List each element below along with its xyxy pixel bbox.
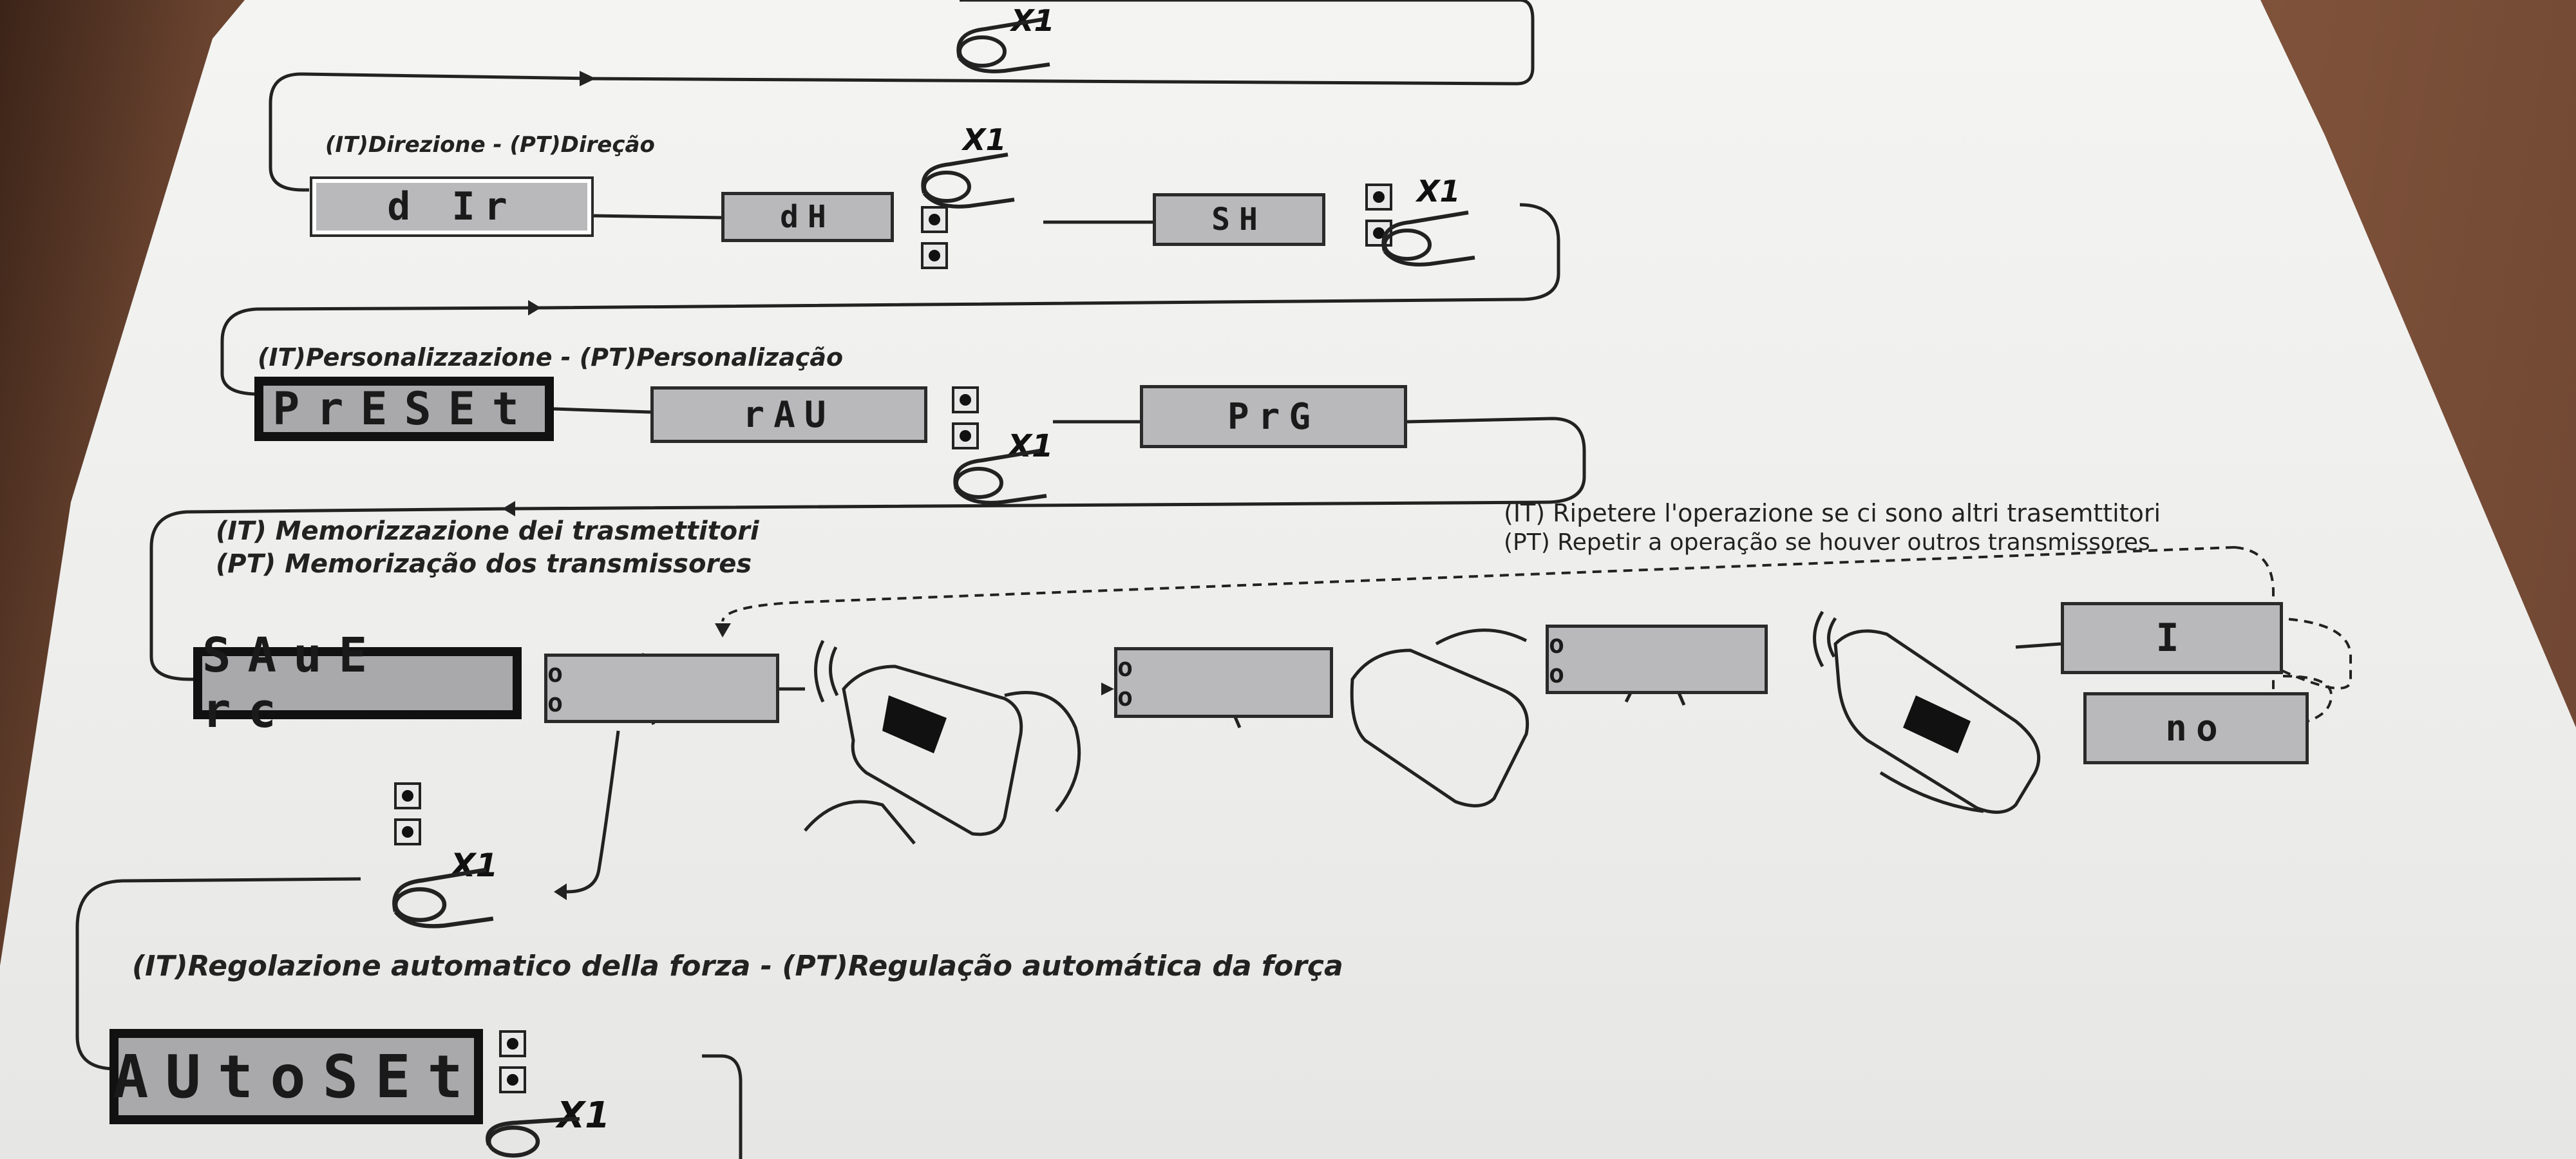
press-count-label: X1 [451,847,498,884]
lcd-personalization: PrESEt [254,377,554,441]
lcd-direction-sh: SH [1153,193,1325,246]
set-button[interactable] [1365,184,1392,211]
set-button[interactable] [921,242,948,269]
lcd-personalization-prg: PrG [1140,385,1407,448]
finger-press-icon [921,153,1015,209]
repeat-note-it: (IT) Ripetere l'operazione se ci sono al… [1504,499,2161,527]
lcd-direction-dh: dH [721,192,894,242]
set-button[interactable] [499,1030,526,1057]
set-button[interactable] [921,206,948,233]
lcd-choice-yes: I [2061,602,2283,674]
finger-press-icon [1381,211,1475,267]
lcd-personalization-rau: rAU [650,386,927,443]
personalization-heading: (IT)Personalizzazione - (PT)Personalizaç… [258,343,844,372]
button-stack [1365,184,1395,256]
lcd-flashing: o o [1114,647,1333,718]
memorization-heading-pt: (PT) Memorização dos transmissores [216,549,752,579]
lcd-choice-no: no [2083,692,2309,764]
finger-press-icon [956,17,1050,73]
finger-press-icon [953,449,1047,505]
memorization-heading-it: (IT) Memorizzazione dei trasmettitori [216,516,759,546]
lcd-autoset: AUtoSEt [109,1029,483,1124]
autoset-heading: (IT)Regolazione automatico della forza -… [132,950,1343,983]
set-button[interactable] [394,818,421,845]
press-count-label: X1 [557,1095,611,1136]
finger-press-icon [486,1117,580,1158]
lcd-flashing: o o [544,654,779,723]
press-count-label: X1 [963,122,1007,157]
button-stack [952,386,981,458]
lcd-direction: d Ir [310,176,594,237]
button-stack [394,782,424,854]
press-count-label: X1 [1008,428,1054,464]
set-button[interactable] [952,386,979,413]
button-stack [921,206,951,278]
lcd-memorization: SAuE rc [193,628,522,739]
set-button[interactable] [952,422,979,449]
press-count-label: X1 [1417,174,1461,209]
direction-heading: (IT)Direzione - (PT)Direção [325,132,655,158]
set-button[interactable] [499,1066,526,1093]
button-stack [499,1030,529,1102]
finger-press-icon [392,867,494,928]
lcd-flashing: o o [1546,625,1768,694]
repeat-note-pt: (PT) Repetir a operação se houver outros… [1504,529,2150,556]
set-button[interactable] [394,782,421,809]
